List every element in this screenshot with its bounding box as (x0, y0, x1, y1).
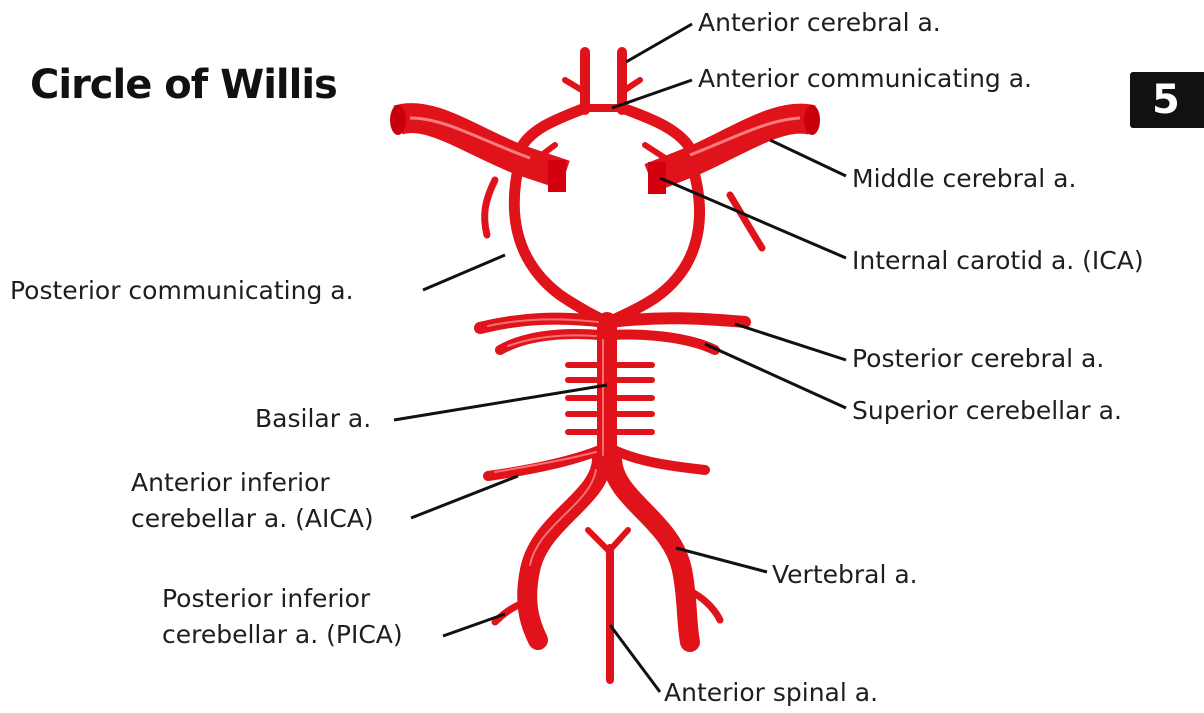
posterior-cerebral-artery-right (610, 318, 745, 322)
a1-segment-right (622, 108, 692, 152)
label-aica-line2: cerebellar a. (AICA) (131, 502, 374, 536)
anterior-spinal-artery-left (588, 530, 608, 550)
leader-anterior-spinal (610, 625, 660, 692)
leader-middle-cerebral (770, 140, 846, 176)
label-anterior-spinal: Anterior spinal a. (664, 676, 878, 710)
superior-cerebellar-artery-right (612, 335, 715, 350)
label-basilar: Basilar a. (255, 402, 371, 436)
leader-aica (411, 476, 518, 518)
middle-cerebral-artery-left (390, 105, 565, 175)
label-vertebral: Vertebral a. (772, 558, 918, 592)
middle-cerebral-artery-right (650, 105, 820, 178)
vertebral-artery-right (612, 460, 690, 642)
leader-posterior-cerebral (735, 324, 846, 360)
anterior-choroidal-branch-left (485, 180, 495, 235)
leader-internal-carotid (660, 178, 846, 258)
label-anterior-communicating: Anterior communicating a. (698, 62, 1032, 96)
anterior-choroidal-branch-right (730, 195, 762, 248)
label-superior-cerebellar: Superior cerebellar a. (852, 394, 1122, 428)
small-branch-right-1 (645, 145, 665, 158)
label-aica-line1: Anterior inferior (131, 466, 330, 500)
aica-right (614, 450, 705, 470)
leader-anterior-cerebral (626, 24, 692, 62)
label-posterior-cerebral: Posterior cerebral a. (852, 342, 1104, 376)
label-pica-line2: cerebellar a. (PICA) (162, 618, 403, 652)
leader-posterior-communicating (423, 255, 505, 290)
label-pica-line1: Posterior inferior (162, 582, 370, 616)
label-posterior-communicating: Posterior communicating a. (10, 274, 354, 308)
label-internal-carotid: Internal carotid a. (ICA) (852, 244, 1144, 278)
label-middle-cerebral: Middle cerebral a. (852, 162, 1076, 196)
internal-carotid-cut-left (548, 160, 566, 192)
label-anterior-cerebral: Anterior cerebral a. (698, 6, 941, 40)
vertebral-artery-left (527, 460, 602, 640)
